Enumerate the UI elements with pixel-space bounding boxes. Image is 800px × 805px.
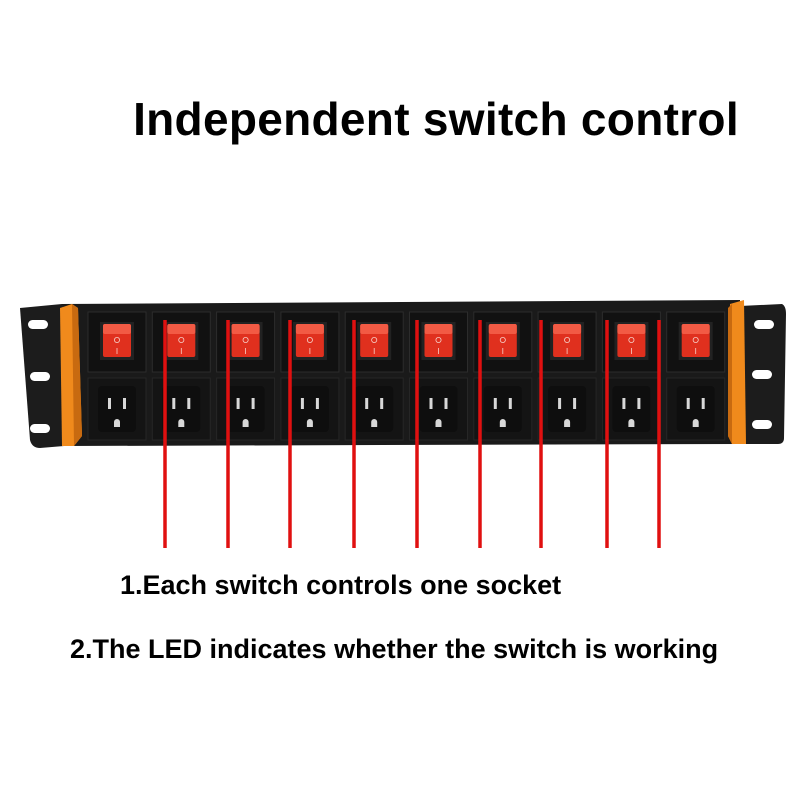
mounting-ear-icon-left xyxy=(20,304,64,448)
rocker-switch-icon[interactable] xyxy=(537,311,597,373)
us-outlet-icon xyxy=(87,377,147,441)
us-outlet-icon xyxy=(216,377,276,441)
orange-end-cap-right xyxy=(728,300,746,444)
us-outlet-icon xyxy=(151,377,211,441)
us-outlet-icon xyxy=(473,377,533,441)
rocker-switch-icon[interactable] xyxy=(87,311,147,373)
outlet-unit xyxy=(537,311,597,441)
rocker-switch-icon[interactable] xyxy=(473,311,533,373)
rocker-switch-icon[interactable] xyxy=(666,311,726,373)
note-switch-socket: 1.Each switch controls one socket xyxy=(120,570,562,600)
orange-end-cap-left xyxy=(60,304,82,446)
outlet-unit xyxy=(409,311,468,441)
rocker-switch-icon[interactable] xyxy=(409,311,468,373)
us-outlet-icon xyxy=(601,377,661,441)
rocker-switch-icon[interactable] xyxy=(216,311,276,373)
outlet-unit xyxy=(151,311,211,441)
outlet-unit xyxy=(473,311,533,441)
outlet-unit xyxy=(666,311,726,441)
us-outlet-icon xyxy=(409,377,468,441)
indicator-lines xyxy=(163,320,661,548)
mounting-ear-icon-right xyxy=(740,304,786,444)
us-outlet-icon xyxy=(537,377,597,441)
rocker-switch-icon[interactable] xyxy=(601,311,661,373)
outlet-unit xyxy=(601,311,661,441)
outlet-unit xyxy=(87,311,147,441)
page-title: Independent switch control xyxy=(133,93,739,145)
us-outlet-icon xyxy=(666,377,726,441)
note-led-indicator: 2.The LED indicates whether the switch i… xyxy=(70,634,719,664)
rocker-switch-icon[interactable] xyxy=(151,311,211,373)
